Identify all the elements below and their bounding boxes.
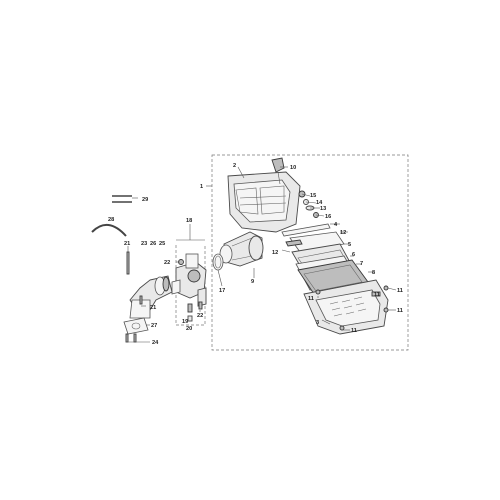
callout-13: 13 (320, 206, 326, 212)
callout-10: 10 (290, 165, 296, 171)
callout-23: 23 (141, 241, 147, 247)
callout-11-d: 11 (351, 328, 357, 334)
callout-27: 27 (151, 323, 157, 329)
callout-22-b: 22 (197, 313, 203, 319)
callout-28: 28 (108, 217, 114, 223)
callout-8: 8 (372, 270, 375, 276)
callout-labels: 1 2 3 4 5 6 7 8 9 10 11 11 11 11 11 12 1… (108, 163, 403, 346)
carburetor (171, 253, 207, 307)
breather-hose (91, 224, 127, 237)
callout-5: 5 (348, 242, 351, 248)
callout-19: 19 (182, 319, 188, 325)
long-studs (112, 195, 132, 203)
gasket-strips (281, 223, 331, 247)
callout-18: 18 (186, 218, 192, 224)
carb-jets (178, 259, 203, 322)
manifold-gasket (123, 317, 149, 335)
callout-14: 14 (316, 200, 323, 206)
callout-11-e: 11 (374, 292, 380, 298)
callout-25: 25 (159, 241, 165, 247)
hose-clamp (212, 253, 224, 271)
callout-6: 6 (352, 252, 355, 258)
intake-hose (219, 231, 264, 267)
callout-15: 15 (310, 193, 316, 199)
cover-screws (315, 285, 389, 331)
callout-21-a: 21 (124, 241, 130, 247)
callout-11-a: 11 (308, 296, 314, 302)
callout-9: 9 (251, 279, 254, 285)
callout-7: 7 (360, 261, 363, 267)
callout-22-a: 22 (164, 260, 170, 266)
air-filter-cover (303, 279, 389, 335)
leader-lines (126, 166, 397, 343)
callout-12-a: 12 (340, 230, 346, 236)
callout-16: 16 (325, 214, 331, 220)
callout-12-b: 12 (272, 250, 278, 256)
callout-11-b: 11 (397, 288, 403, 294)
callout-11-c: 11 (397, 308, 403, 314)
callout-20: 20 (186, 326, 192, 332)
callout-17: 17 (219, 288, 225, 294)
air-filter-housing (227, 171, 301, 233)
callout-21-b: 21 (150, 305, 156, 311)
intake-manifold (129, 275, 173, 319)
callout-4: 4 (334, 222, 338, 228)
callout-26: 26 (150, 241, 156, 247)
callout-2: 2 (233, 163, 236, 169)
bracket-part (271, 157, 285, 185)
callout-1: 1 (200, 184, 203, 190)
air-filter-assembly-frame (211, 154, 409, 351)
callout-29: 29 (142, 197, 148, 203)
callout-3: 3 (316, 320, 319, 326)
manifold-studs (125, 333, 137, 343)
callout-24: 24 (152, 340, 159, 346)
